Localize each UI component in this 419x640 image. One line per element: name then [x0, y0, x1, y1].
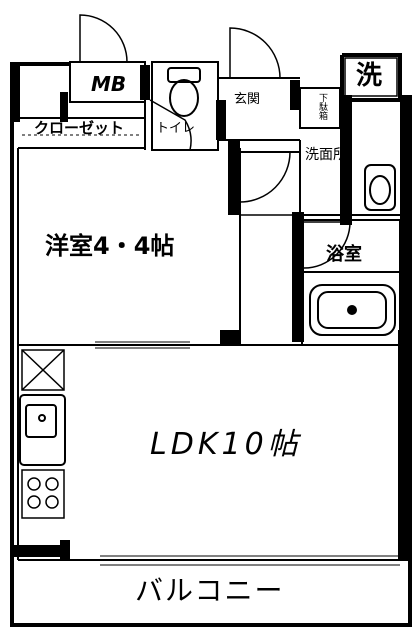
label-ldk: LDK10帖 [150, 427, 302, 462]
windows [95, 341, 190, 349]
entrance-door-swing [229, 27, 281, 79]
label-laundry: 洗 [356, 61, 383, 91]
label-bedroom: 洋室4・4帖 [45, 232, 175, 260]
stove-fixture [21, 469, 65, 519]
interior-walls [17, 61, 410, 626]
label-balcony: バルコニー [135, 574, 285, 607]
label-toilet: トイレ [156, 121, 196, 136]
washbasin-fixture [364, 164, 396, 211]
sink-fixture [19, 394, 66, 466]
fridge-space [21, 349, 65, 391]
label-bathroom: 浴室 [326, 244, 362, 265]
wall-blocks [10, 62, 412, 560]
label-mb: MB [91, 72, 127, 96]
label-entrance: 玄関 [234, 92, 261, 107]
label-washroom: 洗面所 [305, 147, 347, 163]
label-closet: クローゼット [34, 119, 125, 137]
doors [79, 14, 351, 269]
label-shoe-box: 下駄箱 [317, 93, 327, 120]
bathtub-fixture [309, 284, 396, 336]
toilet-fixture [167, 67, 201, 117]
laundry-area [344, 57, 398, 97]
